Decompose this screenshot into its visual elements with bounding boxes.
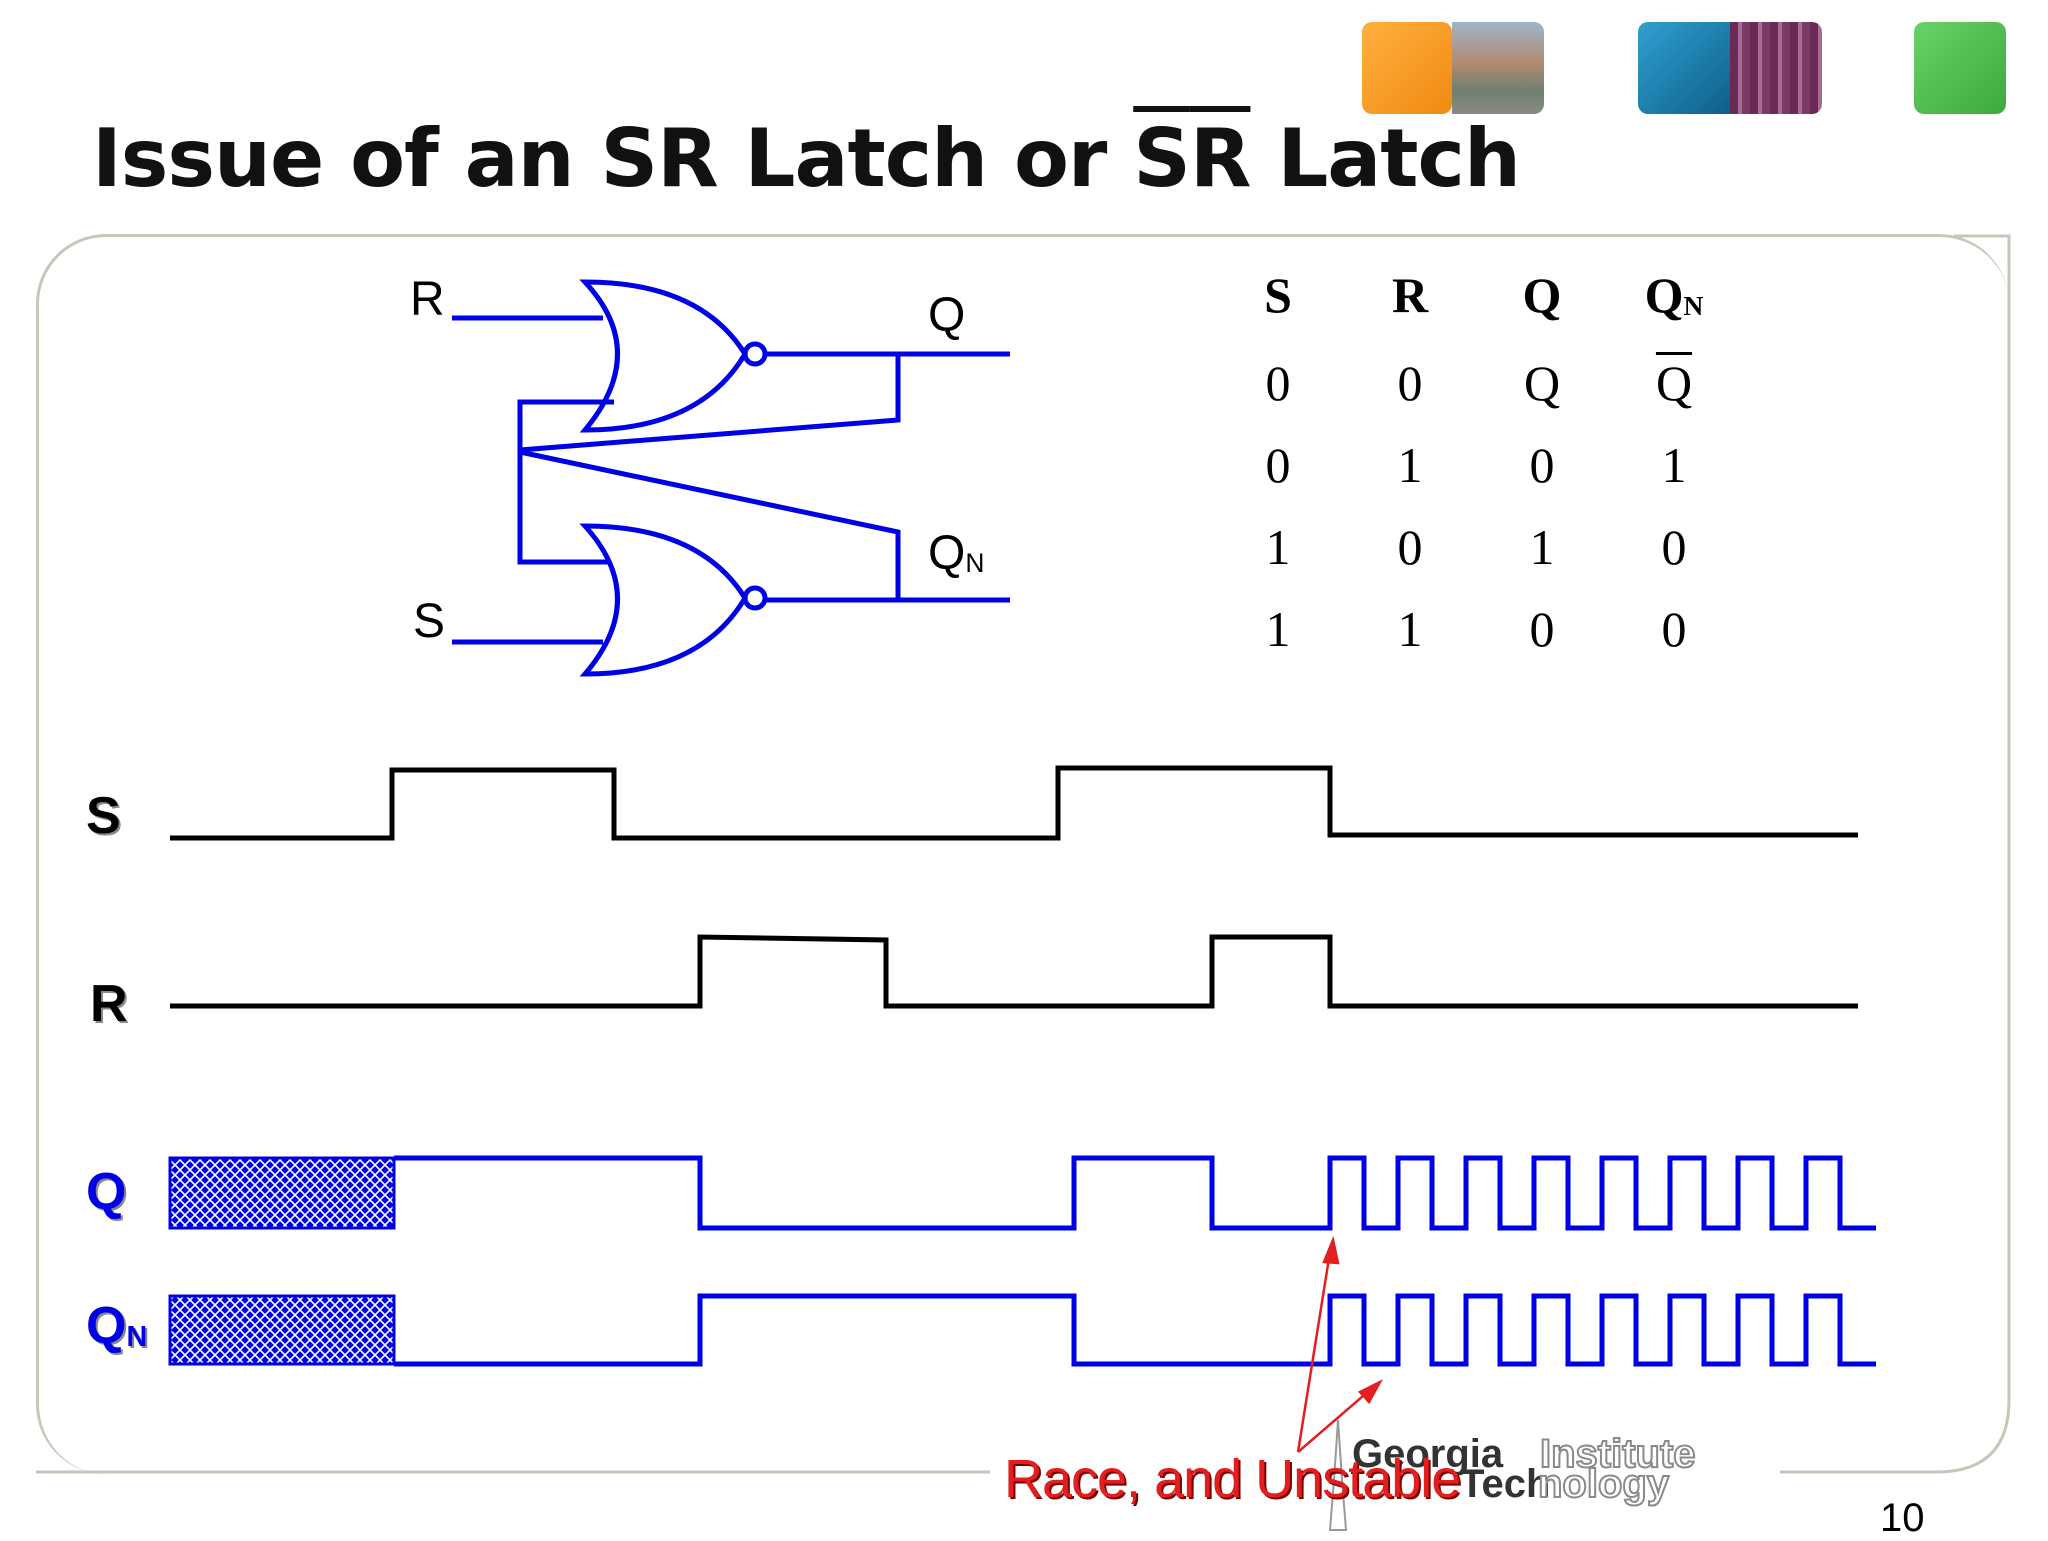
orange-tile (1362, 22, 1452, 114)
tt-header-qn: QN (1634, 266, 1714, 324)
circuit-photo-tile (1730, 22, 1822, 114)
tt-cell: 1 (1265, 519, 1291, 575)
campus-photo-tile (1452, 22, 1544, 114)
tt-cell: 1 (1397, 601, 1423, 657)
waveform-qn (394, 1293, 1876, 1367)
tt-header-s: S (1264, 267, 1292, 323)
qn-unknown-hatch (168, 1294, 396, 1366)
qn-sub: N (965, 547, 985, 578)
tt-cell: 0 (1529, 601, 1555, 657)
slide-title: Issue of an SR Latch or SR Latch (92, 112, 1521, 205)
tt-cell: 0 (1397, 519, 1423, 575)
tt-cell: 0 (1529, 437, 1555, 493)
circuit-label-qn: QN (928, 526, 984, 581)
title-r-bar: R (1189, 112, 1252, 205)
logo-institute: Institute (1539, 1431, 1697, 1477)
tt-header-qn-main: Q (1644, 267, 1684, 323)
timing-qn-main: Q (86, 1297, 127, 1355)
tt-header-qn-sub: N (1683, 289, 1704, 321)
tt-cell: 1 (1661, 437, 1687, 493)
race-arrow-1 (1296, 1251, 1332, 1453)
q-unknown-hatch (168, 1156, 396, 1230)
timing-label-s: S (86, 787, 121, 845)
title-prefix: Issue of an SR Latch or (92, 112, 1134, 205)
tt-cell-q-bar: Q (1634, 354, 1714, 412)
green-tile (1914, 22, 2006, 114)
nor-gate-bottom (579, 523, 748, 677)
tt-cell: 0 (1661, 519, 1687, 575)
waveform-r (170, 934, 1858, 1009)
wire-feedback-qn (517, 448, 901, 600)
page-number: 10 (1880, 1496, 1925, 1540)
tt-header-r: R (1391, 267, 1429, 323)
race-arrow-2-head (1357, 1379, 1384, 1405)
race-arrow-2 (1297, 1389, 1371, 1453)
timing-label-r: R (90, 975, 128, 1033)
waveform-s (170, 765, 1858, 841)
waveform-q (394, 1155, 1876, 1231)
race-annotation: Race, and Unstable (1004, 1449, 1461, 1509)
tt-cell: 0 (1265, 437, 1291, 493)
tt-cell: 0 (1397, 355, 1423, 411)
timing-label-q: Q (86, 1163, 127, 1221)
circuit-label-r: R (410, 273, 445, 326)
title-s-bar: S (1133, 112, 1191, 205)
tt-cell: 0 (1265, 355, 1291, 411)
circuit-label-s: S (413, 595, 446, 648)
tt-cell: 0 (1661, 601, 1687, 657)
blue-tile (1638, 22, 1730, 114)
logo-tower-icon (1328, 1420, 1348, 1531)
logo-tech: Tech (1460, 1462, 1551, 1506)
tt-cell: 1 (1397, 437, 1423, 493)
timing-qn-sub: N (126, 1320, 148, 1353)
tt-q-bar-text: Q (1655, 355, 1693, 411)
title-suffix: Latch (1250, 112, 1521, 205)
logo-georgia: Georgia (1352, 1432, 1504, 1476)
tt-cell: 1 (1529, 519, 1555, 575)
content-panel (36, 234, 2009, 1474)
tt-cell: Q (1523, 355, 1561, 411)
logo-nology: nology (1537, 1461, 1670, 1507)
race-arrow-1-head (1322, 1235, 1340, 1265)
tt-header-q: Q (1522, 267, 1562, 323)
nor-gate-top (579, 279, 748, 433)
circuit-label-q: Q (928, 289, 966, 342)
qn-main: Q (928, 527, 966, 580)
timing-label-qn: QN (86, 1296, 147, 1356)
tt-cell: 1 (1265, 601, 1291, 657)
